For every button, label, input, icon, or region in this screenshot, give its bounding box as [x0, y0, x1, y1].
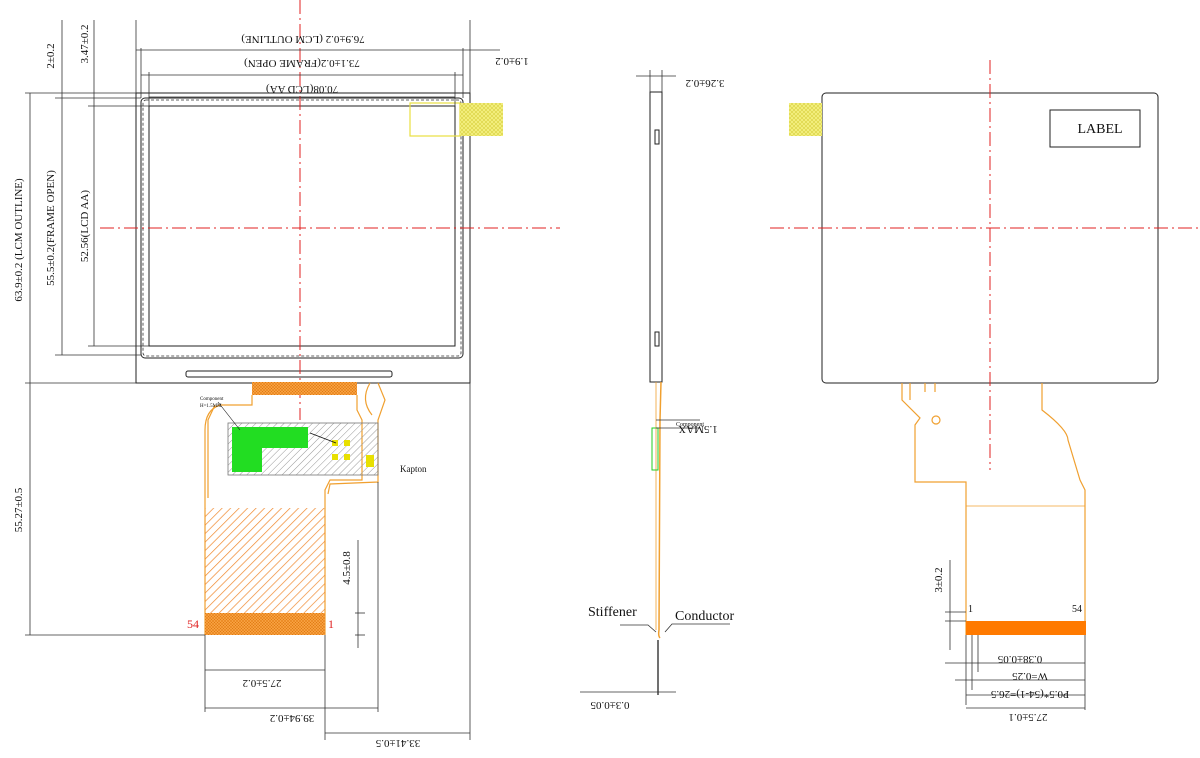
- dim-27-5-rear: 27.5±0.1: [1008, 711, 1047, 723]
- component-note: Component: [200, 397, 224, 402]
- dim-33-41: 33.41±0.5: [375, 737, 420, 749]
- pin-1-label: 1: [328, 617, 334, 631]
- contact-area: [205, 613, 325, 635]
- yellow-pad-outline: [409, 102, 461, 137]
- dim-thickness: 3.26±0.2: [685, 77, 724, 89]
- component-label: Component: [676, 422, 704, 428]
- dim-lcm-outline-w: 76.9±0.2 (LCM OUTLINE): [241, 33, 365, 45]
- label-text: LABEL: [1077, 122, 1122, 137]
- kapton-label: Kapton: [400, 464, 427, 474]
- dim-top-2: 2±0.2: [45, 43, 57, 68]
- dim-component-max: 1.5MAX: [678, 423, 717, 435]
- dim-4-5: 4.5±0.8: [341, 551, 353, 585]
- dim-27-5: 27.5±0.2: [242, 677, 281, 689]
- dim-right-offset: 1.9±0.2: [495, 55, 529, 67]
- stiffener-label: Stiffener: [588, 605, 637, 620]
- dim-bottom: 0.3±0.05: [590, 699, 630, 711]
- stiffener-area: [205, 508, 325, 613]
- yellow-pad: [460, 103, 503, 136]
- dim-w: W=0.25: [1012, 670, 1048, 682]
- rear-view: LABEL 3±0.2 0.38±0.05 W=0.25 P0.5*(54-1)…: [770, 60, 1200, 723]
- component-note-h: H=1.5MM: [200, 404, 222, 409]
- dim-pitch: P0.5*(54-1)=26.5: [990, 688, 1069, 700]
- rear-yellow-pad: [789, 103, 822, 136]
- side-view: 3.26±0.2 1.5MAX Component Stiffener Cond…: [580, 70, 734, 711]
- rear-pin-54: 54: [1072, 604, 1082, 615]
- dim-top-347: 3.47±0.2: [79, 24, 91, 63]
- component-green: [232, 427, 308, 472]
- label-box: [1049, 109, 1141, 148]
- dim-frame-open-w: 73.1±0.2(FRAME OPEN): [244, 57, 360, 69]
- rear-pin-1: 1: [968, 604, 973, 615]
- dim-39-94: 39.94±0.2: [270, 712, 315, 724]
- rear-contact-area: [966, 621, 1086, 635]
- fpc-front: [204, 382, 386, 635]
- front-view: 76.9±0.2 (LCM OUTLINE) 73.1±0.2(FRAME OP…: [13, 0, 560, 749]
- lcd-active-area: [148, 105, 456, 347]
- dim-lcd-aa-w: 70.08(LCD AA): [266, 83, 338, 95]
- fpc-rear: [901, 383, 1086, 635]
- dim-0-38: 0.38±0.05: [997, 653, 1042, 665]
- pin-54-label: 54: [187, 617, 199, 631]
- dim-frame-open-h: 55.5±0.2(FRAME OPEN): [45, 170, 57, 286]
- dim-3: 3±0.2: [933, 567, 945, 592]
- dim-fpc-length: 55.27±0.5: [13, 487, 25, 532]
- conductor-label: Conductor: [675, 609, 734, 624]
- dim-lcd-aa-h: 52.56(LCD AA): [79, 190, 91, 262]
- dim-lcm-outline-h: 63.9±0.2 (LCM OUTLINE): [13, 178, 25, 302]
